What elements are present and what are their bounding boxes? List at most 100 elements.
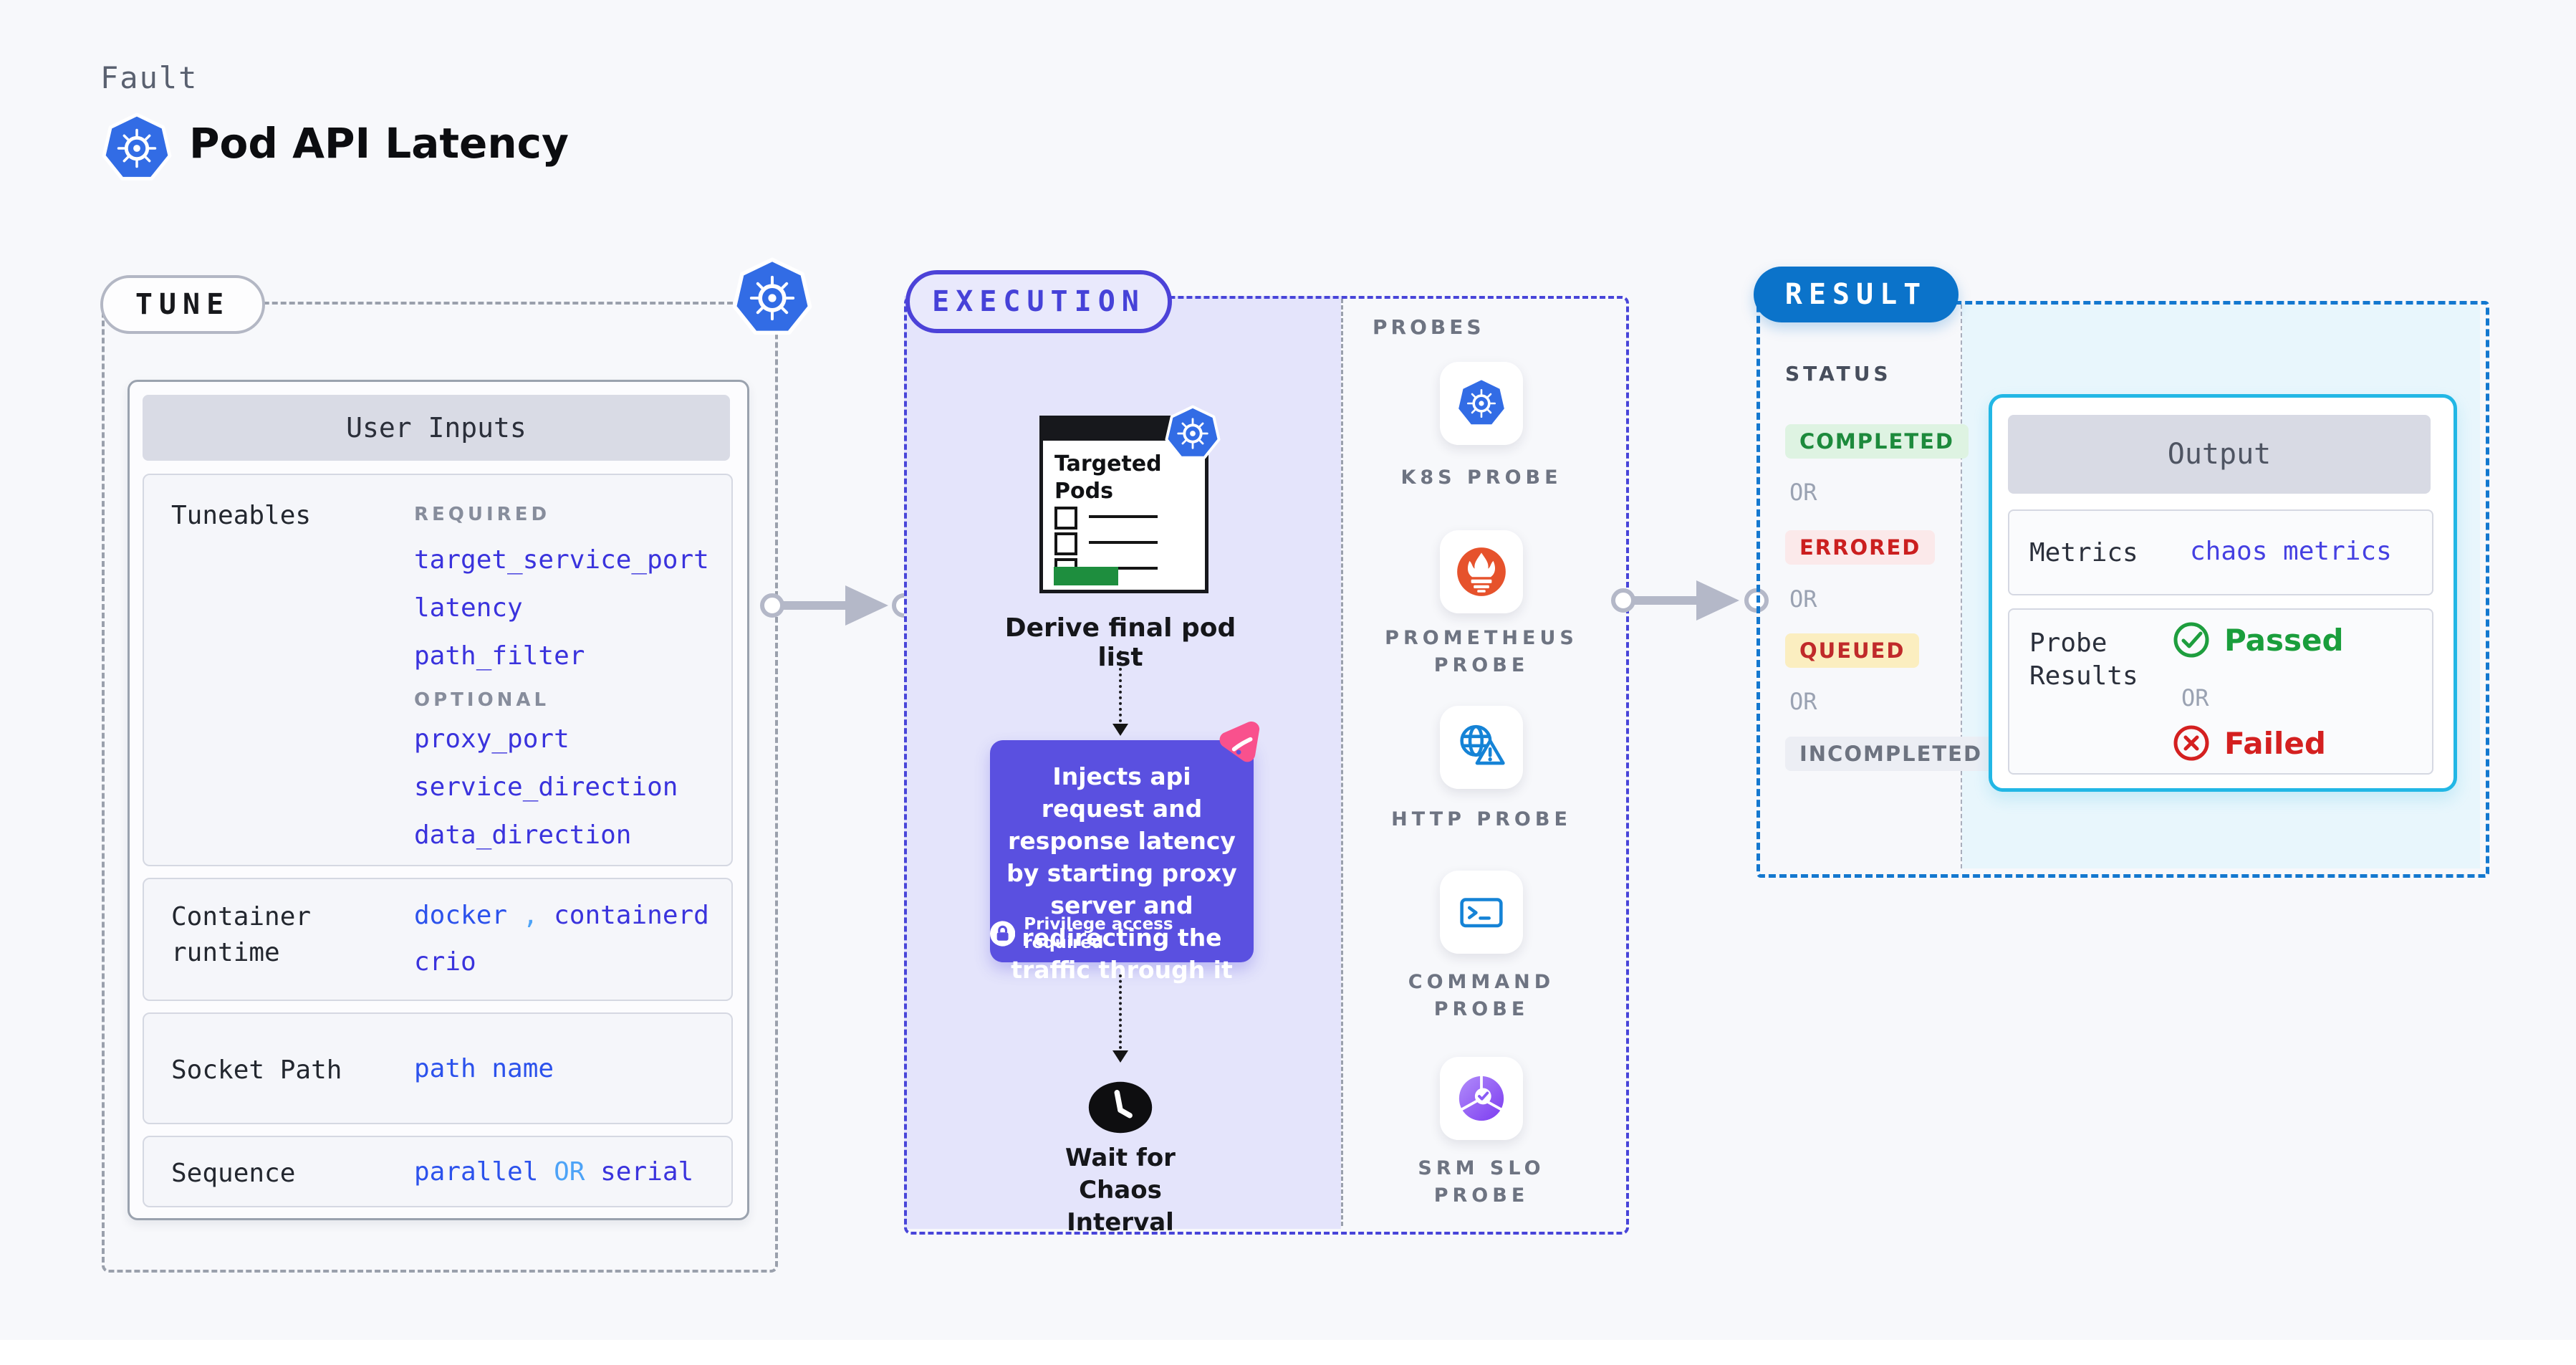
probe-results-label: Probe Results xyxy=(2029,628,2138,691)
probe-command-label: COMMAND PROBE xyxy=(1408,971,1555,1020)
sequence-or: OR xyxy=(554,1157,585,1187)
probe-srm-slo-label: SRM SLO PROBE xyxy=(1418,1157,1545,1207)
value-path-name: path name xyxy=(414,1054,554,1083)
tune-panel xyxy=(102,302,778,1273)
x-circle-icon xyxy=(2173,724,2210,762)
probe-prometheus-label: PROMETHEUS PROBE xyxy=(1385,627,1578,676)
status-label: STATUS xyxy=(1785,362,1892,385)
tune-to-execution-arrow xyxy=(752,580,917,631)
derive-pod-list-label: Derive final pod list xyxy=(1004,613,1236,672)
clock-icon xyxy=(1087,1079,1154,1136)
execution-badge: EXECUTION xyxy=(905,270,1172,333)
probe-results-or: OR xyxy=(2181,684,2209,712)
inject-description-text: Injects api request and response latency… xyxy=(1006,762,1237,984)
kubernetes-logo-icon xyxy=(102,112,172,185)
tune-badge-label: TUNE xyxy=(135,288,231,321)
value-docker: docker xyxy=(414,901,508,930)
metrics-label: Metrics xyxy=(2029,538,2138,567)
row-container-runtime: Container runtime docker , containerd cr… xyxy=(143,878,733,1001)
sequence-label: Sequence xyxy=(171,1159,296,1188)
user-inputs-card: User Inputs Tuneables REQUIRED target_se… xyxy=(128,380,749,1220)
page-title: Pod API Latency xyxy=(189,119,569,168)
srm-slo-probe-icon xyxy=(1454,1071,1509,1126)
user-inputs-header: User Inputs xyxy=(143,395,730,461)
wait-chaos-label: Wait for Chaos Interval xyxy=(1065,1144,1176,1237)
http-probe-icon xyxy=(1454,720,1509,775)
value-target-service-port: target_service_port xyxy=(414,545,709,575)
probe-prometheus-card xyxy=(1440,530,1523,613)
value-parallel: parallel xyxy=(414,1157,539,1187)
container-runtime-label: Container runtime xyxy=(171,902,312,967)
progress-bar xyxy=(1054,567,1118,585)
checkbox-icon xyxy=(1054,507,1077,530)
optional-label: OPTIONAL xyxy=(414,689,550,711)
kubernetes-icon xyxy=(1456,377,1507,430)
status-or: OR xyxy=(1789,585,1817,613)
tune-badge: TUNE xyxy=(100,275,265,334)
execution-to-result-arrow xyxy=(1603,575,1769,626)
output-card: Output Metrics chaos metrics Probe Resul… xyxy=(1989,394,2457,792)
prometheus-icon xyxy=(1456,546,1507,598)
value-latency: latency xyxy=(414,593,523,623)
status-badge-completed: COMPLETED xyxy=(1785,424,1969,459)
value-service-direction: service_direction xyxy=(414,772,678,802)
kubernetes-icon xyxy=(732,257,812,340)
fault-eyebrow: Fault xyxy=(100,60,198,95)
privilege-text: Privilege access required xyxy=(1024,915,1173,952)
kubernetes-icon xyxy=(1165,405,1221,462)
inject-description-box: Injects api request and response latency… xyxy=(990,740,1254,984)
row-socket-path: Socket Path path name xyxy=(143,1012,733,1124)
status-output-divider xyxy=(1961,305,1962,868)
arrow-down-icon xyxy=(1112,1050,1128,1063)
result-badge: RESULT xyxy=(1754,267,1959,322)
execution-panel xyxy=(904,296,1629,1235)
failed-label: Failed xyxy=(2224,726,2326,761)
metrics-row: Metrics chaos metrics xyxy=(2008,509,2433,595)
status-badge-queued: QUEUED xyxy=(1785,633,1920,668)
output-header: Output xyxy=(2008,415,2431,494)
output-title: Output xyxy=(2167,438,2272,471)
bottom-strip xyxy=(0,1340,2576,1365)
status-badge-errored: ERRORED xyxy=(1785,530,1936,565)
row-tuneables: Tuneables REQUIRED target_service_port l… xyxy=(143,474,733,866)
probe-srm-slo-card xyxy=(1440,1057,1523,1140)
flow-connector xyxy=(1119,651,1122,722)
row-sequence: Sequence parallel OR serial xyxy=(143,1136,733,1207)
result-panel xyxy=(1756,301,2489,878)
arrow-down-icon xyxy=(1112,724,1128,736)
check-circle-icon xyxy=(2173,621,2210,658)
sequence-values: parallel OR serial xyxy=(414,1157,693,1187)
targeted-pods-doc: Targeted Pods xyxy=(1039,416,1208,593)
probe-http-label: HTTP PROBE xyxy=(1391,808,1572,830)
metrics-value: chaos metrics xyxy=(2190,537,2392,566)
flow-connector xyxy=(1119,974,1122,1049)
probe-http-card xyxy=(1440,706,1523,789)
targeted-pods-title: Targeted Pods xyxy=(1054,451,1162,504)
connector-dot xyxy=(760,593,784,618)
value-path-filter: path_filter xyxy=(414,641,585,671)
value-serial: serial xyxy=(600,1157,694,1187)
tuneables-label: Tuneables xyxy=(171,501,312,530)
passed-label: Passed xyxy=(2224,623,2344,658)
result-badge-label: RESULT xyxy=(1784,278,1928,311)
probe-k8s-label: K8S PROBE xyxy=(1400,466,1562,489)
status-badge-incompleted: INCOMPLETED xyxy=(1785,737,1997,771)
user-inputs-title: User Inputs xyxy=(346,412,527,444)
probe-k8s-card xyxy=(1440,362,1523,445)
execution-badge-label: EXECUTION xyxy=(932,285,1145,318)
container-runtime-values-line1: docker , containerd xyxy=(414,901,709,930)
privilege-row: Privilege access required xyxy=(990,915,1254,952)
lock-icon xyxy=(990,921,1015,947)
status-or: OR xyxy=(1789,479,1817,506)
checkbox-icon xyxy=(1054,532,1077,555)
probes-label: PROBES xyxy=(1373,315,1485,339)
value-separator: , xyxy=(522,901,539,930)
value-proxy-port: proxy_port xyxy=(414,724,569,754)
value-data-direction: data_direction xyxy=(414,820,632,850)
probe-command-card xyxy=(1440,871,1523,954)
socket-path-label: Socket Path xyxy=(171,1055,342,1085)
status-or: OR xyxy=(1789,688,1817,715)
probes-divider xyxy=(1341,299,1343,1226)
command-probe-icon xyxy=(1454,885,1509,939)
